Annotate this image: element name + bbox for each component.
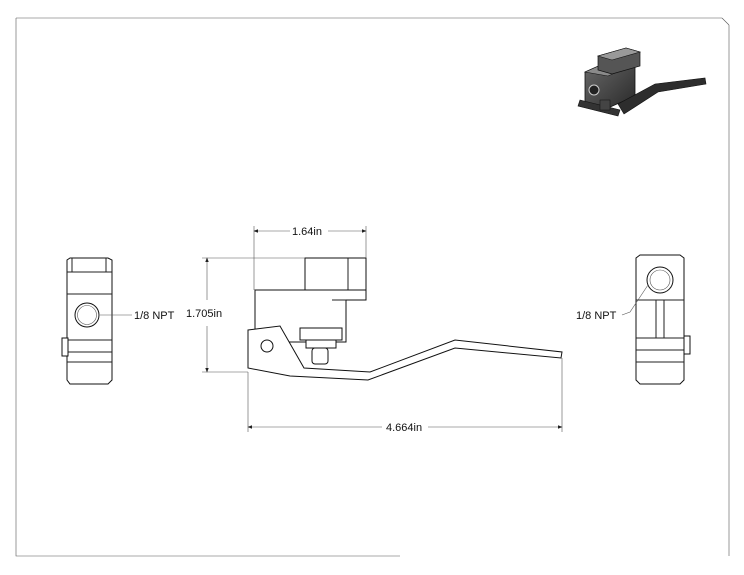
sheet-border [15,17,730,557]
isometric-preview [577,47,707,117]
front-view [247,257,563,381]
right-port-callout: 1/8 NPT [576,310,617,322]
right-end-view: 1/8 NPT [576,254,691,385]
dimension-overall-length: 4.664in [247,358,563,434]
height-left-label: 1.705in [186,308,222,320]
overall-length-label: 4.664in [386,422,422,434]
left-end-view: 1/8 NPT [61,257,175,385]
width-top-label: 1.64in [292,226,322,238]
left-port-callout: 1/8 NPT [134,310,175,322]
dimension-height-left: 1.705in [186,257,305,373]
